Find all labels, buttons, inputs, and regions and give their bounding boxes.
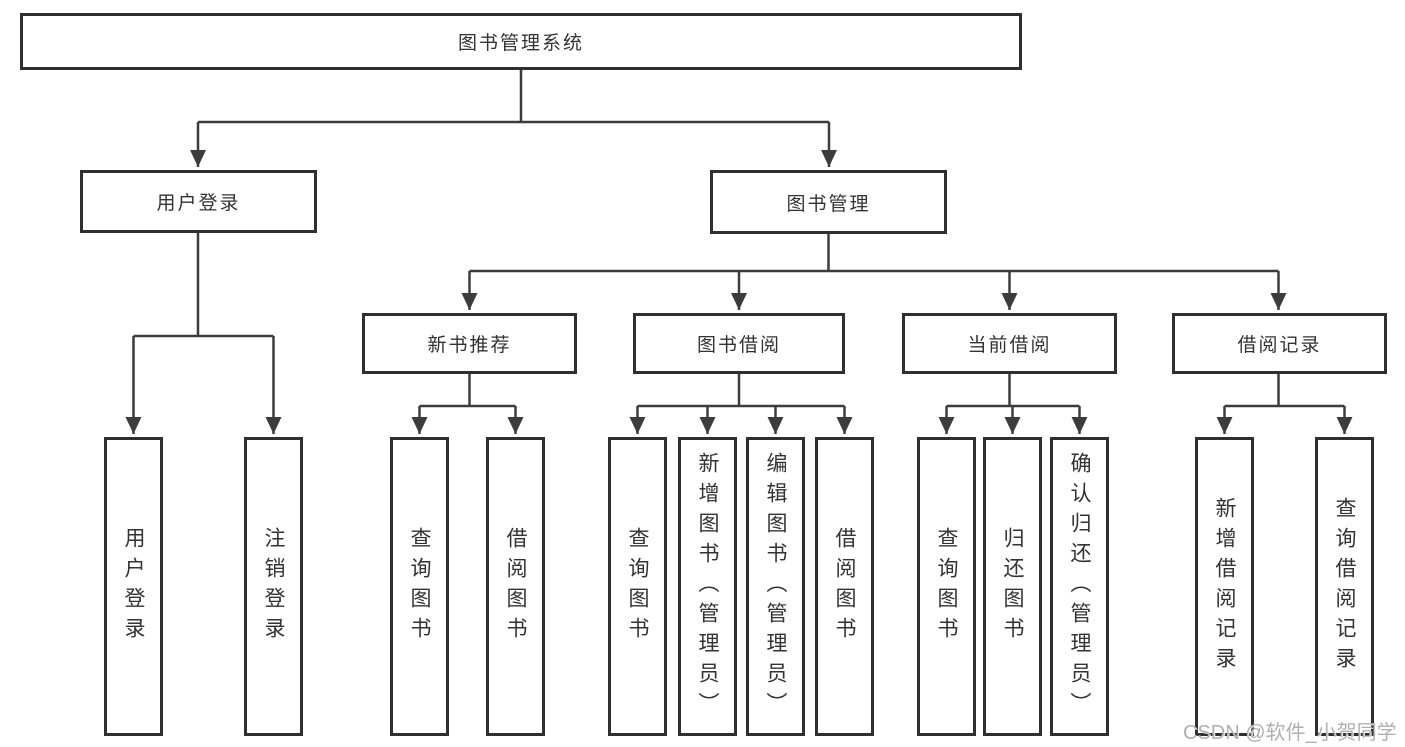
leaf-label: 查询图书 <box>935 526 958 647</box>
node-new-book-recommend: 新书推荐 <box>362 313 577 374</box>
node-current-borrow: 当前借阅 <box>902 313 1117 374</box>
leaf-edit-book-admin: 编辑图书（管理员） <box>746 437 805 736</box>
node-root: 图书管理系统 <box>20 13 1022 70</box>
leaf-label: 注销登录 <box>262 526 285 647</box>
leaf-return-book: 归还图书 <box>983 437 1042 736</box>
leaf-query-books-current: 查询图书 <box>917 437 976 736</box>
node-label: 新书推荐 <box>427 335 512 356</box>
node-book-borrow: 图书借阅 <box>633 313 845 374</box>
leaf-add-borrow-record: 新增借阅记录 <box>1195 437 1254 736</box>
node-book-management: 图书管理 <box>710 170 947 234</box>
leaf-query-books-borrow: 查询图书 <box>608 437 667 736</box>
leaf-label: 新增借阅记录 <box>1213 496 1236 677</box>
node-user-login: 用户登录 <box>80 170 317 233</box>
leaf-label: 用户登录 <box>122 526 145 647</box>
node-label: 图书管理系统 <box>457 33 584 54</box>
leaf-label: 查询图书 <box>408 526 431 647</box>
leaf-logout: 注销登录 <box>244 437 303 736</box>
leaf-label: 新增图书（管理员） <box>696 451 719 722</box>
leaf-label: 借阅图书 <box>833 526 856 647</box>
leaf-borrow-books: 借阅图书 <box>815 437 874 736</box>
leaf-confirm-return-admin: 确认归还（管理员） <box>1050 437 1109 736</box>
leaf-label: 查询图书 <box>626 526 649 647</box>
leaf-label: 查询借阅记录 <box>1333 496 1356 677</box>
leaf-user-login: 用户登录 <box>104 437 163 736</box>
leaf-borrow-books-recommend: 借阅图书 <box>486 437 545 736</box>
leaf-query-borrow-record: 查询借阅记录 <box>1315 437 1374 736</box>
leaf-label: 借阅图书 <box>504 526 527 647</box>
node-label: 借阅记录 <box>1237 335 1322 356</box>
node-label: 图书管理 <box>786 193 871 215</box>
leaf-label: 归还图书 <box>1001 526 1024 647</box>
node-borrow-records: 借阅记录 <box>1172 313 1387 374</box>
csdn-watermark: CSDN @软件_小贺同学 <box>1183 722 1397 744</box>
leaf-label: 确认归还（管理员） <box>1068 451 1091 722</box>
leaf-label: 编辑图书（管理员） <box>764 451 787 722</box>
leaf-add-book-admin: 新增图书（管理员） <box>678 437 737 736</box>
leaf-query-books-recommend: 查询图书 <box>390 437 449 736</box>
node-label: 用户登录 <box>156 193 241 214</box>
node-label: 图书借阅 <box>696 335 781 356</box>
node-label: 当前借阅 <box>967 335 1052 356</box>
